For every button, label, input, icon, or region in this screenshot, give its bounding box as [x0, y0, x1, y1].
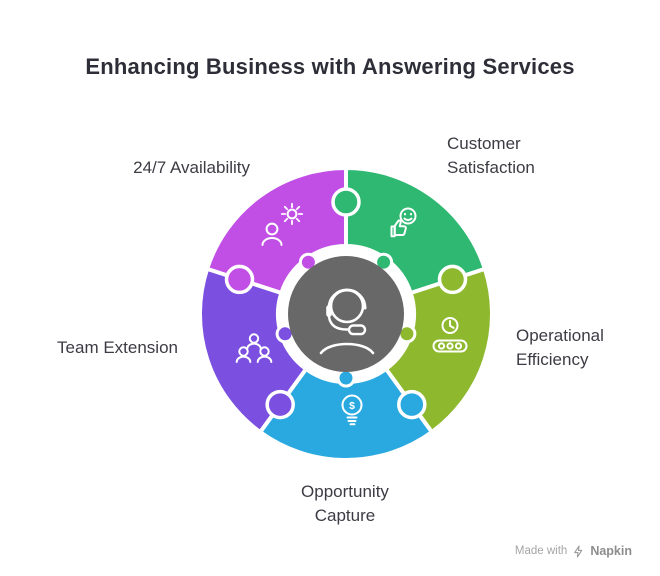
label-customer-satisfaction: Customer Satisfaction: [447, 132, 535, 180]
puzzle-tab-inner: [336, 368, 356, 388]
puzzle-tab: [331, 187, 361, 217]
puzzle-tab: [265, 389, 295, 420]
label-team-extension: Team Extension: [57, 336, 178, 360]
puzzle-tab: [437, 264, 468, 295]
label-line: Satisfaction: [447, 158, 535, 177]
label-opportunity-capture: Opportunity Capture: [245, 480, 445, 528]
label-line: Customer: [447, 134, 521, 153]
label-line: Capture: [314, 506, 376, 525]
label-line: Team Extension: [57, 338, 178, 357]
thumbs-up-smiley-icon: [390, 207, 417, 238]
puzzle-tab: [224, 264, 255, 295]
clock-conveyor-icon: [432, 317, 468, 353]
center-circle: [288, 256, 404, 372]
lightbulb-dollar-icon: $: [341, 394, 363, 426]
puzzle-tab: [397, 389, 427, 420]
watermark-brand: Napkin: [590, 544, 632, 558]
napkin-zap-icon: [574, 545, 583, 557]
person-sun-icon: [261, 202, 304, 246]
diagram-title: Enhancing Business with Answering Servic…: [85, 54, 575, 79]
label-line: Opportunity: [301, 482, 389, 501]
dollar-symbol: $: [349, 400, 355, 412]
segment-customer-satisfaction: [344, 166, 487, 295]
label-line: Operational: [516, 326, 604, 345]
label-operational-efficiency: Operational Efficiency: [516, 324, 604, 372]
headset-agent-icon: [319, 288, 375, 355]
label-line: 24/7 Availability: [133, 158, 250, 177]
watermark-text: Made with: [514, 545, 568, 557]
segment-opportunity-capture: [258, 367, 434, 462]
watermark-link[interactable]: Made with Napkin: [515, 544, 632, 558]
label-24-7-availability: 24/7 Availability: [133, 156, 250, 180]
label-line: Efficiency: [516, 350, 589, 369]
team-icon: [235, 333, 273, 363]
